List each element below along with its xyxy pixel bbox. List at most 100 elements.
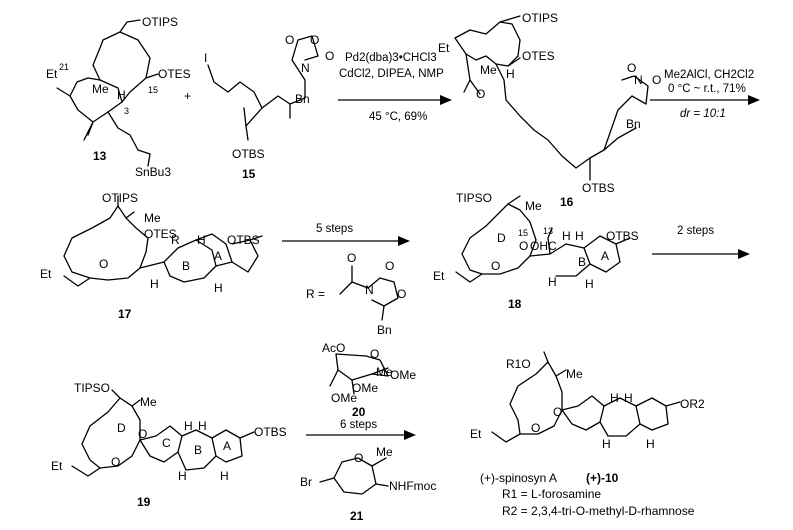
c17-h-top: H bbox=[197, 233, 206, 247]
c13-me: Me bbox=[92, 82, 109, 96]
c10-h-left: H bbox=[602, 437, 611, 451]
c18-h-top1: H bbox=[562, 229, 571, 243]
compound-15 bbox=[207, 35, 319, 141]
c13-n21: 21 bbox=[59, 62, 69, 72]
c15-o3: O bbox=[325, 49, 334, 63]
arrow-step1 bbox=[338, 95, 452, 105]
c17-ring-b: B bbox=[182, 259, 190, 273]
c20-ome2: OMe bbox=[352, 381, 378, 395]
c18-me: Me bbox=[525, 199, 542, 213]
c19-et: Et bbox=[51, 459, 63, 473]
c19-o-keto: O bbox=[138, 427, 147, 441]
c19-h-left: H bbox=[178, 469, 187, 483]
c17-o: O bbox=[99, 257, 108, 271]
c10-r1-def: R1 = L-forosamine bbox=[502, 487, 601, 501]
c13-otips: OTIPS bbox=[142, 15, 178, 29]
c16-label: 16 bbox=[560, 195, 574, 209]
c16-et: Et bbox=[438, 41, 450, 55]
c16-me: Me bbox=[480, 63, 497, 77]
c17-h-right: H bbox=[214, 281, 223, 295]
c17-otes: OTES bbox=[144, 227, 177, 241]
r-group-o2: O bbox=[385, 259, 394, 273]
c19-h-right: H bbox=[220, 469, 229, 483]
c21-me: Me bbox=[376, 445, 393, 459]
c18-o-keto: O bbox=[519, 239, 528, 253]
c18-ring-d: D bbox=[497, 231, 506, 245]
c10-et: Et bbox=[470, 427, 482, 441]
c16-otbs: OTBS bbox=[582, 181, 615, 195]
c20-ome3: OMe bbox=[331, 391, 357, 405]
r-group-o1: O bbox=[347, 251, 356, 265]
c17-otips: OTIPS bbox=[102, 191, 138, 205]
c10-r1o: R1O bbox=[506, 357, 531, 371]
c17-label: 17 bbox=[118, 307, 132, 321]
compound-13 bbox=[56, 19, 159, 167]
c16-o: O bbox=[476, 87, 485, 101]
c18-label: 18 bbox=[508, 297, 522, 311]
c20-o: O bbox=[370, 347, 379, 361]
c10-name: (+)-spinosyn A bbox=[480, 471, 557, 485]
c17-otbs: OTBS bbox=[227, 233, 260, 247]
step1-line2: CdCl2, DIPEA, NMP bbox=[339, 68, 444, 80]
r-group-eq: R = bbox=[306, 287, 325, 301]
compound-19 bbox=[71, 389, 255, 477]
c10-r2-def: R2 = 2,3,4-tri-O-methyl-D-rhamnose bbox=[502, 504, 695, 518]
c18-h-left: H bbox=[548, 275, 557, 289]
c15-o1: O bbox=[285, 33, 294, 47]
compound-21 bbox=[319, 457, 389, 495]
c18-ohc: OHC bbox=[530, 239, 557, 253]
c15-i: I bbox=[204, 51, 207, 65]
c16-bn: Bn bbox=[626, 117, 641, 131]
c18-n13: 13 bbox=[543, 226, 553, 236]
c15-o2: O bbox=[310, 33, 319, 47]
c18-n15: 15 bbox=[518, 228, 528, 238]
c19-ring-b: B bbox=[194, 443, 202, 457]
c19-ring-c: C bbox=[162, 436, 171, 450]
arrow-step2 bbox=[650, 95, 760, 105]
c10-o: O bbox=[531, 421, 540, 435]
step4-line1: 2 steps bbox=[677, 225, 714, 237]
c15-label: 15 bbox=[242, 167, 256, 181]
c10-h-top2: H bbox=[624, 391, 633, 405]
c16-o2: O bbox=[627, 61, 636, 75]
c19-label: 19 bbox=[137, 495, 151, 509]
step2-line2: 0 °C ~ r.t., 71% bbox=[668, 83, 746, 95]
c13-otes: OTES bbox=[158, 67, 191, 81]
compound-20 bbox=[329, 353, 389, 395]
c13-et: Et bbox=[46, 67, 58, 81]
c18-ring-a: A bbox=[601, 249, 609, 263]
compound-17 bbox=[63, 195, 263, 287]
c19-h-top1: H bbox=[184, 419, 193, 433]
c21-nhfmoc: NHFmoc bbox=[389, 479, 436, 493]
plus-sign: + bbox=[184, 89, 191, 103]
c18-o: O bbox=[491, 259, 500, 273]
c10-label: (+)-10 bbox=[586, 471, 619, 485]
c10-h-top1: H bbox=[610, 391, 619, 405]
step2-line3: dr = 10:1 bbox=[680, 108, 726, 120]
arrow-step4 bbox=[652, 249, 750, 259]
c17-ring-a: A bbox=[214, 249, 222, 263]
c19-me: Me bbox=[140, 395, 157, 409]
step5-line1: 6 steps bbox=[340, 419, 377, 431]
c17-me: Me bbox=[144, 211, 161, 225]
arrow-step3 bbox=[282, 236, 410, 246]
c21-br: Br bbox=[300, 475, 312, 489]
c18-et: Et bbox=[433, 269, 445, 283]
c19-otbs: OTBS bbox=[254, 425, 287, 439]
c15-n: N bbox=[301, 61, 310, 75]
c15-otbs: OTBS bbox=[232, 147, 265, 161]
c13-n3: 3 bbox=[124, 106, 129, 116]
step1-line3: 45 °C, 69% bbox=[369, 111, 427, 123]
c21-o: O bbox=[354, 451, 363, 465]
c20-me: Me bbox=[376, 365, 393, 379]
c18-h-top2: H bbox=[575, 229, 584, 243]
c20-ome1: OMe bbox=[390, 368, 416, 382]
r-group-o3: O bbox=[397, 287, 406, 301]
c21-label: 21 bbox=[350, 509, 364, 523]
c16-otes: OTES bbox=[522, 49, 555, 63]
c18-h-right: H bbox=[585, 277, 594, 291]
r-group-n: N bbox=[365, 283, 374, 297]
r-group-structure bbox=[339, 265, 399, 321]
step2-line1: Me2AlCl, CH2Cl2 bbox=[664, 69, 754, 81]
c16-n: N bbox=[634, 73, 643, 87]
